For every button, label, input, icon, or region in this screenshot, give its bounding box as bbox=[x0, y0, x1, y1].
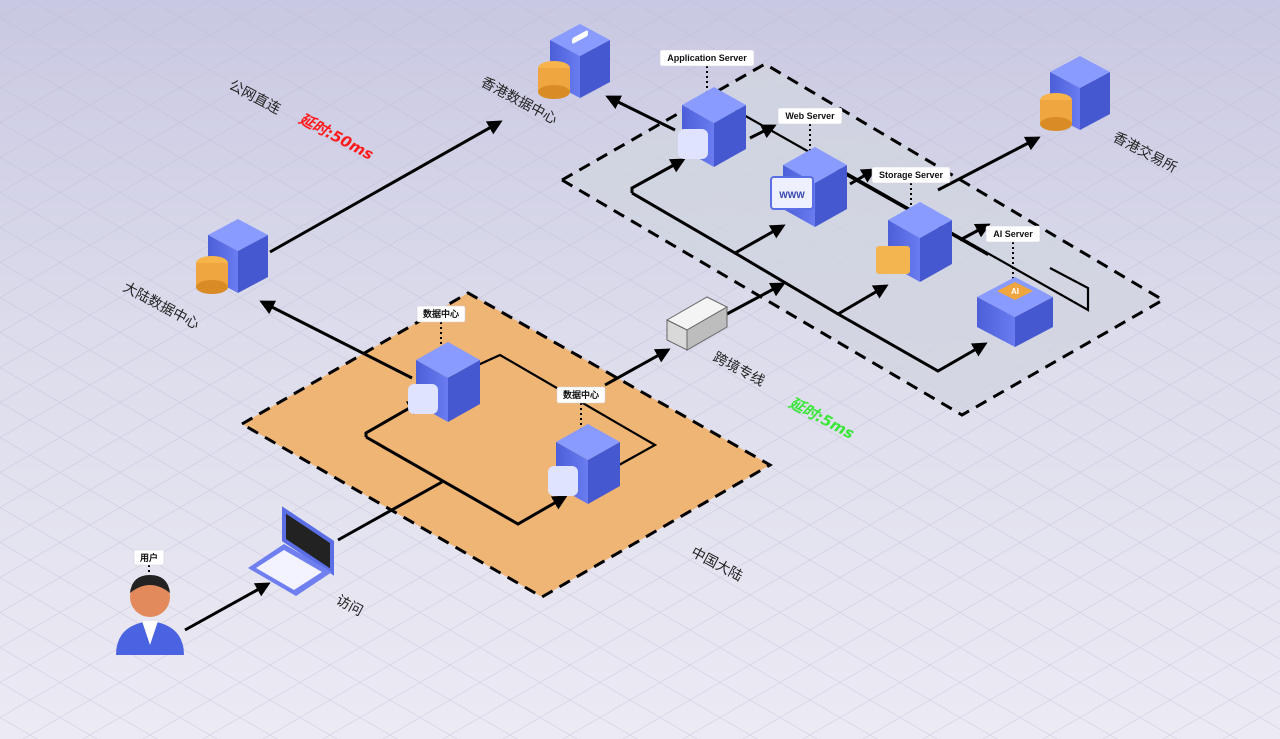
svg-text:Application Server: Application Server bbox=[667, 53, 747, 63]
label-mainland-china: 中国大陆 bbox=[688, 544, 745, 584]
server-dc1-icon[interactable] bbox=[408, 342, 480, 422]
server-ai-icon[interactable]: AI bbox=[977, 277, 1053, 347]
tag-app-server: Application Server bbox=[659, 49, 755, 67]
label-cross-border: 跨境专线 bbox=[710, 349, 767, 389]
tag-web-server: Web Server bbox=[777, 107, 843, 125]
label-public-direct: 公网直连 bbox=[226, 77, 283, 118]
server-mainland-datacenter-icon[interactable] bbox=[196, 219, 268, 294]
svg-text:AI Server: AI Server bbox=[993, 229, 1033, 239]
svg-text:数据中心: 数据中心 bbox=[563, 389, 599, 400]
label-hk-exchange: 香港交易所 bbox=[1110, 129, 1180, 177]
svg-text:Storage Server: Storage Server bbox=[879, 170, 944, 180]
server-web-icon[interactable]: WWW bbox=[770, 147, 847, 227]
server-hk-exchange-icon[interactable] bbox=[1040, 56, 1110, 131]
tag-user: 用户 bbox=[133, 549, 165, 566]
ai-glyph: AI bbox=[1011, 287, 1019, 296]
label-latency-5ms: 延时:5ms bbox=[785, 393, 857, 443]
user-avatar-icon[interactable] bbox=[116, 575, 184, 655]
label-access: 访问 bbox=[333, 592, 365, 619]
tag-dc1: 数据中心 bbox=[416, 305, 466, 323]
server-hk-datacenter-icon[interactable] bbox=[538, 24, 610, 99]
svg-text:用户: 用户 bbox=[139, 552, 158, 563]
server-app-icon[interactable] bbox=[678, 87, 746, 167]
svg-text:数据中心: 数据中心 bbox=[423, 308, 459, 319]
main-flow-arrows bbox=[184, 95, 1041, 632]
mainland-china-zone bbox=[239, 291, 774, 599]
svg-text:Web Server: Web Server bbox=[785, 111, 835, 121]
laptop-icon[interactable] bbox=[248, 506, 334, 596]
server-dc2-icon[interactable] bbox=[548, 424, 620, 504]
tag-dc2: 数据中心 bbox=[556, 386, 606, 404]
cross-border-router-icon[interactable] bbox=[665, 296, 729, 351]
server-storage-icon[interactable] bbox=[876, 202, 952, 282]
label-latency-50ms: 延时:50ms bbox=[295, 109, 376, 164]
www-glyph: WWW bbox=[779, 190, 805, 200]
tag-storage-server: Storage Server bbox=[871, 166, 951, 184]
tag-ai-server: AI Server bbox=[985, 225, 1041, 243]
label-mainland-datacenter: 大陆数据中心 bbox=[120, 279, 202, 333]
